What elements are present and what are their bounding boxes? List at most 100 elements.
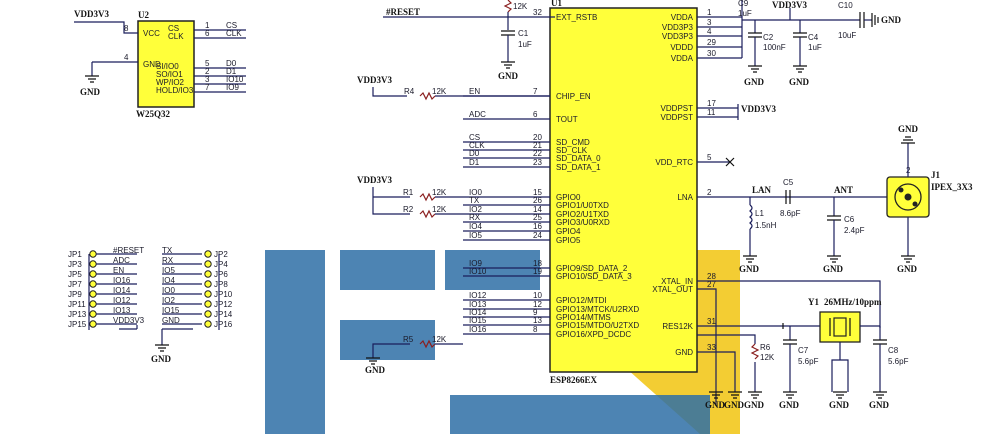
u1-pin-num: 30 (707, 49, 716, 58)
svg-text:C2: C2 (763, 33, 774, 42)
header-net-label: ADC (113, 256, 130, 265)
u1-net-label: CLK (469, 141, 485, 150)
header-pin-ref: JP14 (214, 310, 233, 319)
header-net-label: IO12 (113, 296, 131, 305)
svg-text:8: 8 (124, 24, 129, 33)
u1-net-label: D1 (469, 158, 480, 167)
svg-text:R2: R2 (403, 205, 414, 214)
header-net-label: RX (162, 256, 174, 265)
svg-text:GND: GND (744, 77, 765, 87)
header-net-label: VDD3V3 (113, 316, 145, 325)
svg-text:12K: 12K (432, 205, 447, 214)
svg-text:C9: C9 (738, 0, 749, 8)
u1-pin-num: 7 (533, 87, 538, 96)
u1-pin-num: 27 (707, 280, 716, 289)
u1-pin-num: 14 (533, 205, 542, 214)
header-pin-ref: JP3 (68, 260, 82, 269)
u1-pin-num: 2 (707, 188, 712, 197)
u1-net-label: IO12 (469, 291, 487, 300)
esp8266-chip-u1: U1 ESP8266EX 32EXT_RSTB7CHIP_ENEN6TOUTAD… (463, 0, 716, 385)
u1-pin-name: LNA (677, 193, 693, 202)
svg-text:GND: GND (823, 264, 844, 274)
u2-pin-num: 3 (205, 75, 210, 84)
svg-text:R6: R6 (760, 343, 771, 352)
u1-pin-num: 10 (533, 291, 542, 300)
u2-net-label: D0 (226, 59, 237, 68)
header-net-label: IO15 (162, 306, 180, 315)
u1-pin-num: 15 (533, 188, 542, 197)
u2-pin-num: 5 (205, 59, 210, 68)
svg-text:C1: C1 (518, 29, 529, 38)
header-net-label: IO0 (162, 286, 175, 295)
svg-text:R1: R1 (403, 188, 414, 197)
u1-pin-num: 8 (533, 325, 538, 334)
u1-net-label: IO4 (469, 222, 482, 231)
u1-pin-name: VDDD (670, 43, 693, 52)
gnd-label: GND (829, 400, 850, 410)
u1-net-label: IO9 (469, 259, 482, 268)
u1-net-label: TX (469, 196, 480, 205)
svg-text:1uF: 1uF (518, 40, 532, 49)
u1-net-label: IO0 (469, 188, 482, 197)
u1-net-label: IO13 (469, 300, 487, 309)
u1-pin-num: 16 (533, 222, 542, 231)
svg-text:12K: 12K (432, 335, 447, 344)
svg-text:GND: GND (365, 365, 386, 375)
svg-text:1.5nH: 1.5nH (755, 221, 777, 230)
svg-text:L1: L1 (755, 209, 764, 218)
u1-pin-num: 9 (533, 308, 538, 317)
svg-text:12K: 12K (760, 353, 775, 362)
header-pin-ref: JP10 (214, 290, 233, 299)
u1-pin-num: 29 (707, 38, 716, 47)
u1-net-label: ADC (469, 110, 486, 119)
u1-pin-name: GPIO5 (556, 236, 581, 245)
u2-pin-name: WP/IO2 (156, 78, 185, 87)
u1-pin-name: GPIO1/U0TXD (556, 201, 609, 210)
u2-pin-num: 1 (205, 21, 210, 30)
svg-text:R4: R4 (404, 87, 415, 96)
u1-pin-num: 20 (533, 133, 542, 142)
u2-net-label: CS (226, 21, 237, 30)
gnd-label: GND (779, 400, 800, 410)
header-pin-ref: JP2 (214, 250, 228, 259)
svg-text:10uF: 10uF (838, 31, 856, 40)
gnd-label: GND (869, 400, 890, 410)
svg-text:C4: C4 (808, 33, 819, 42)
header-pin-ref: JP9 (68, 290, 82, 299)
u1-net-label: CS (469, 133, 480, 142)
gnd-label: GND (744, 400, 765, 410)
header-pin (89, 280, 97, 288)
u1-pin-name: RES12K (662, 322, 693, 331)
svg-text:C5: C5 (783, 178, 794, 187)
header-pin (89, 290, 97, 298)
u2-ref: U2 (138, 10, 149, 20)
svg-text:Y1: Y1 (808, 297, 819, 307)
svg-text:J1: J1 (931, 170, 941, 180)
u1-pin-name: VDDPST (661, 104, 694, 113)
svg-text:VDD3V3: VDD3V3 (357, 175, 392, 185)
svg-text:IPEX_3X3: IPEX_3X3 (931, 182, 973, 192)
svg-text:5.6pF: 5.6pF (798, 357, 819, 366)
u1-pin-name: VDDA (671, 13, 694, 22)
u1-pin-num: 24 (533, 231, 542, 240)
u1-pin-num: 6 (533, 110, 538, 119)
header-pin (204, 290, 212, 298)
header-pin (204, 260, 212, 268)
svg-text:C8: C8 (888, 346, 899, 355)
header-pin (204, 270, 212, 278)
u2-net-label: IO10 (226, 75, 244, 84)
u2-pin-name: HOLD/IO3 (156, 86, 194, 95)
gnd-label: GND (724, 400, 745, 410)
u1-pin-name: CHIP_EN (556, 92, 591, 101)
svg-text:GND: GND (151, 354, 172, 364)
u1-pin-name: GPIO9/SD_DATA_2 (556, 264, 628, 273)
header-pin-ref: JP5 (68, 270, 82, 279)
u1-pin-num: 31 (707, 317, 716, 326)
u1-pin-num: 18 (533, 259, 542, 268)
header-pin-ref: JP6 (214, 270, 228, 279)
u1-pin-name: VDD_RTC (655, 158, 693, 167)
svg-text:26MHz/10ppm: 26MHz/10ppm (824, 297, 882, 307)
u1-pin-num: 5 (707, 153, 712, 162)
u1-pin-num: 1 (707, 8, 712, 17)
